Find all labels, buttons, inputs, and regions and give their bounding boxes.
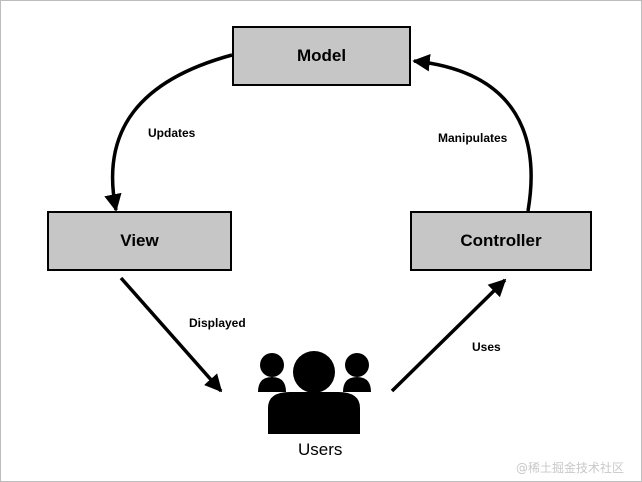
view-box: View xyxy=(47,211,232,271)
users-icon xyxy=(258,351,371,434)
arrow-uses xyxy=(390,278,507,393)
model-box: Model xyxy=(232,26,411,86)
arrow-manipulates xyxy=(412,53,533,212)
displayed-label: Displayed xyxy=(189,316,246,330)
updates-label: Updates xyxy=(148,126,196,140)
arrow-displayed xyxy=(119,276,223,393)
manipulates-label: Manipulates xyxy=(438,131,508,145)
watermark: @稀土掘金技术社区 xyxy=(516,461,625,475)
view-label: View xyxy=(120,231,159,250)
controller-box: Controller xyxy=(410,211,592,271)
controller-label: Controller xyxy=(460,231,542,250)
model-label: Model xyxy=(296,46,347,65)
arrow-updates xyxy=(104,53,233,212)
users-label: Users xyxy=(298,440,343,459)
uses-label: Uses xyxy=(472,340,501,354)
